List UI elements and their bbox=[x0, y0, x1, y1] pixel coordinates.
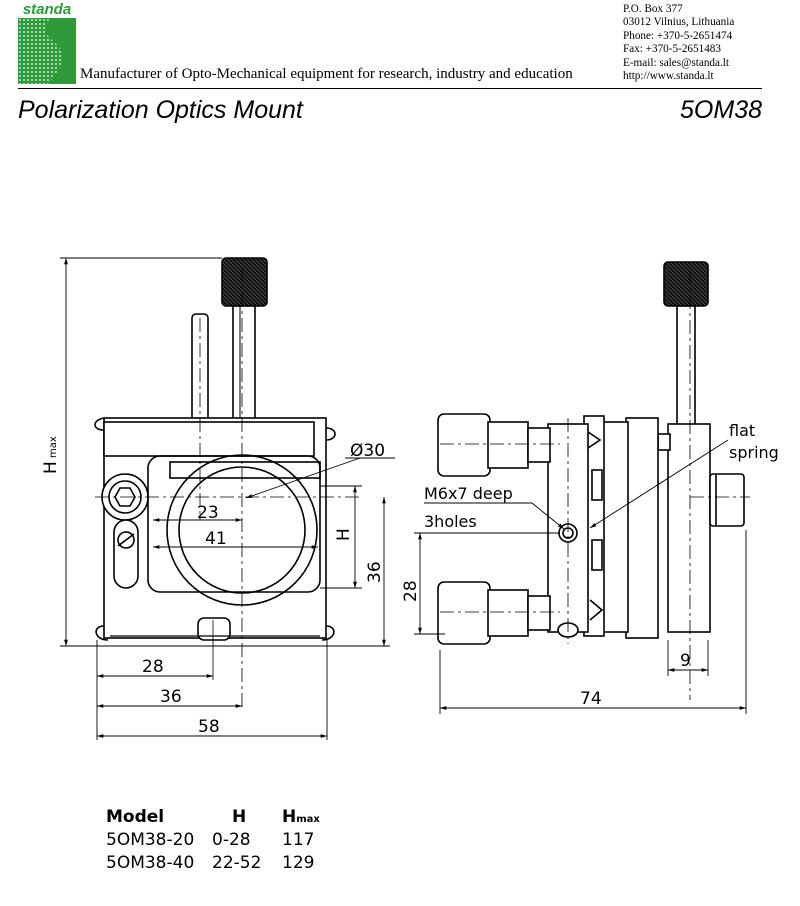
model-table: Model H Hmax 5OM38-20 0-28 117 5OM38-40 … bbox=[106, 805, 342, 874]
label-holes: 3holes bbox=[424, 512, 477, 531]
header-model: Model bbox=[106, 806, 165, 827]
dim-58: 58 bbox=[198, 717, 220, 737]
dim-74: 74 bbox=[580, 689, 602, 709]
dim-41: 41 bbox=[205, 529, 227, 549]
side-bracket bbox=[667, 423, 711, 633]
dim-36-horizontal: 36 bbox=[160, 687, 182, 707]
side-dimensions bbox=[414, 439, 747, 714]
fax-line: Fax: +370-5-2651483 bbox=[623, 43, 721, 56]
side-view bbox=[437, 261, 750, 700]
dim-hmax-sub: max bbox=[48, 436, 59, 458]
dim-23: 23 bbox=[197, 503, 219, 523]
page-title: Polarization Optics Mount bbox=[18, 96, 303, 124]
dim-28-vertical: 28 bbox=[401, 580, 421, 602]
header-h: H bbox=[232, 806, 247, 827]
dim-36-vertical: 36 bbox=[365, 561, 385, 583]
bottom-screw bbox=[197, 617, 231, 641]
front-view bbox=[94, 257, 360, 708]
address-block: P.O. Box 377 03012 Vilnius, Lithuania Ph… bbox=[623, 3, 734, 83]
website-line: http://www.standa.lt bbox=[623, 70, 714, 83]
email-line: E-mail: sales@standa.lt bbox=[623, 56, 729, 69]
label-flat: flat bbox=[729, 421, 755, 440]
table-header: Model H Hmax bbox=[106, 805, 342, 828]
address-line: P.O. Box 377 bbox=[623, 3, 683, 15]
phone-line: Phone: +370-5-2651474 bbox=[623, 29, 733, 42]
tagline: Manufacturer of Opto-Mechanical equipmen… bbox=[80, 66, 573, 82]
rotating-disc bbox=[625, 417, 659, 639]
slider-bar bbox=[169, 461, 321, 479]
adjuster-knob-top bbox=[437, 413, 491, 477]
dim-hmax-label: H bbox=[41, 461, 61, 474]
adjuster-knob-bottom bbox=[437, 581, 491, 645]
address-line: 03012 Vilnius, Lithuania bbox=[623, 16, 735, 29]
dim-diameter: Ø30 bbox=[350, 441, 385, 461]
front-dimensions bbox=[60, 257, 395, 740]
dim-9: 9 bbox=[680, 651, 691, 671]
label-m6: M6x7 deep bbox=[424, 484, 513, 503]
header-divider bbox=[18, 88, 762, 89]
table-row: 5OM38-20 0-28 117 bbox=[106, 829, 315, 850]
standa-logo: standa bbox=[18, 2, 76, 84]
model-code: 5OM38 bbox=[680, 96, 762, 124]
label-spring: spring bbox=[729, 443, 779, 462]
header-hmax: Hmax bbox=[282, 806, 320, 827]
table-row: 5OM38-40 22-52 129 bbox=[106, 852, 315, 873]
logo-emblem-icon bbox=[18, 18, 76, 84]
knurled-knob bbox=[221, 257, 268, 307]
logo-wordmark: standa bbox=[22, 1, 72, 18]
dim-h: H bbox=[334, 528, 354, 541]
side-screw-head bbox=[709, 473, 745, 527]
side-knob bbox=[663, 261, 709, 307]
dim-28-horizontal: 28 bbox=[142, 657, 164, 677]
adjust-screw bbox=[232, 305, 256, 427]
